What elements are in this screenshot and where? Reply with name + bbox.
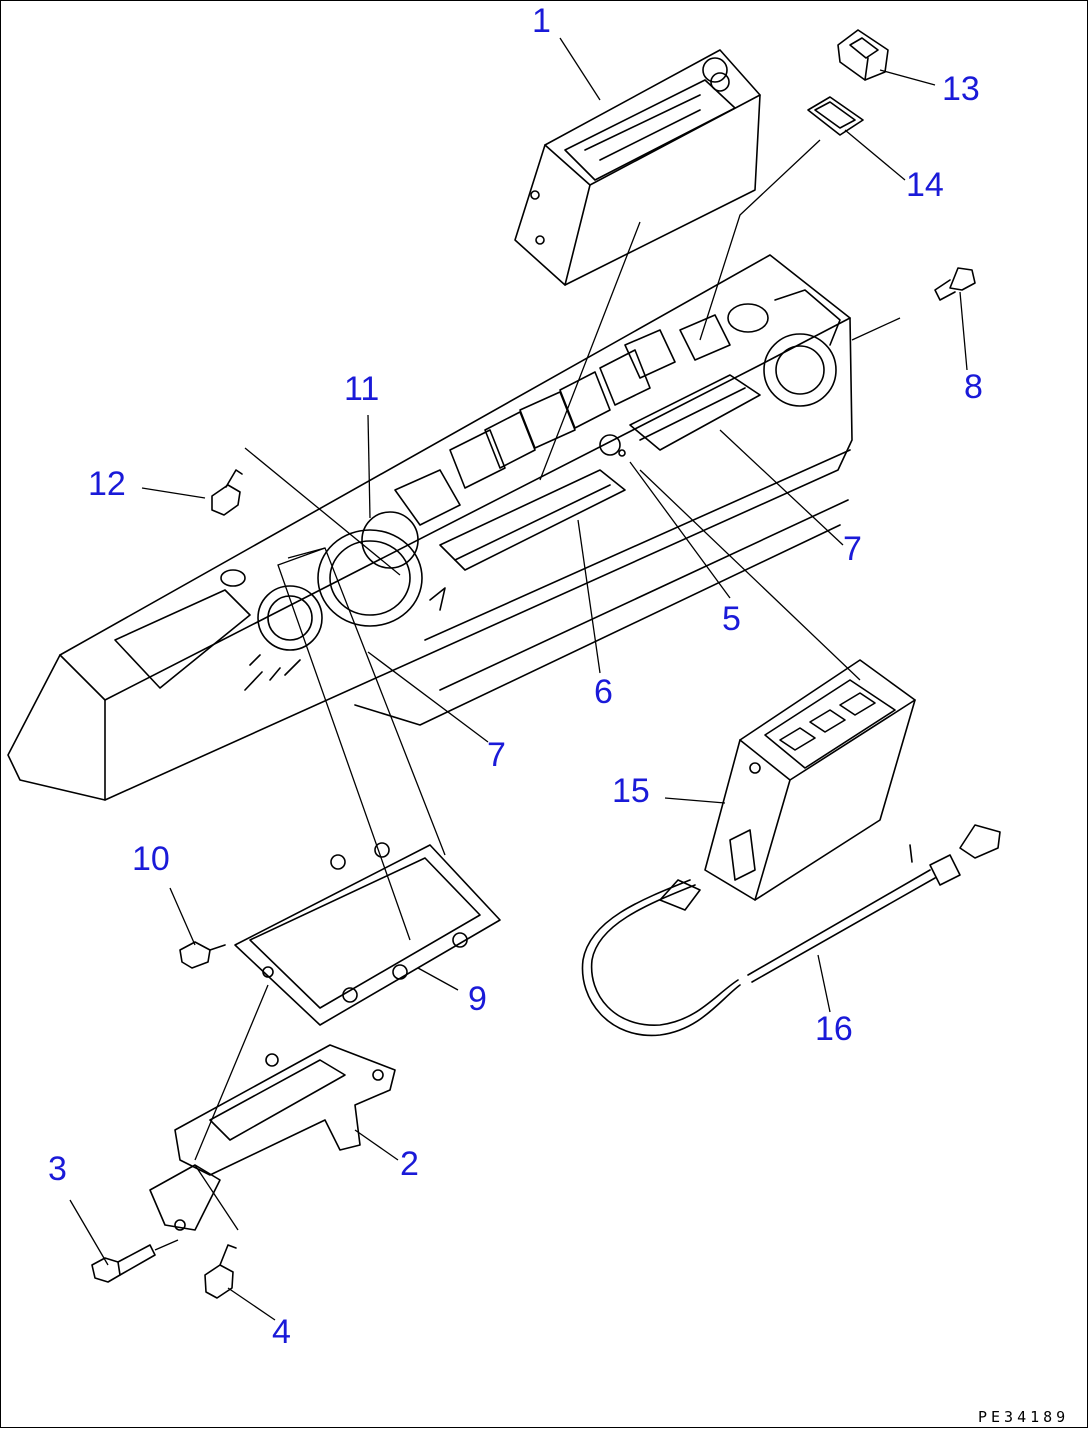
part-16-harness — [581, 824, 1001, 1037]
callout-3: 3 — [48, 1150, 67, 1188]
part-10-screw — [179, 941, 226, 969]
callout-10: 10 — [132, 840, 170, 878]
part-12-screw — [211, 469, 243, 516]
callout-2: 2 — [400, 1145, 419, 1183]
callout-7-right: 7 — [843, 530, 862, 568]
part-2-bracket — [149, 1044, 396, 1231]
callout-9: 9 — [468, 980, 487, 1018]
callout-8: 8 — [964, 368, 983, 406]
leader-lines — [69, 37, 968, 1321]
part-15-controller — [704, 659, 916, 901]
dashboard-panel — [7, 254, 853, 801]
part-4-bolt — [204, 1244, 237, 1299]
callout-15: 15 — [612, 772, 650, 810]
drawing-code: PE34189 — [978, 1408, 1069, 1426]
callout-16: 16 — [815, 1010, 853, 1048]
part-9-plate — [234, 842, 501, 1026]
callout-4: 4 — [272, 1313, 291, 1351]
callout-1: 1 — [532, 2, 551, 40]
callout-14: 14 — [906, 166, 944, 204]
callout-12: 12 — [88, 465, 126, 503]
part-13-switch — [837, 29, 889, 81]
callout-7-left: 7 — [487, 736, 506, 774]
part-8-screw — [934, 267, 976, 301]
part-3-bolt — [91, 1244, 156, 1283]
part-1-monitor-unit — [514, 49, 761, 286]
callout-6: 6 — [594, 673, 613, 711]
callout-13: 13 — [942, 70, 980, 108]
callout-11: 11 — [344, 370, 379, 408]
part-14-gasket — [807, 96, 864, 136]
callout-labels: 1 2 3 4 5 6 7 7 8 9 10 11 12 13 14 15 16 — [48, 2, 983, 1351]
callout-5: 5 — [722, 600, 741, 638]
